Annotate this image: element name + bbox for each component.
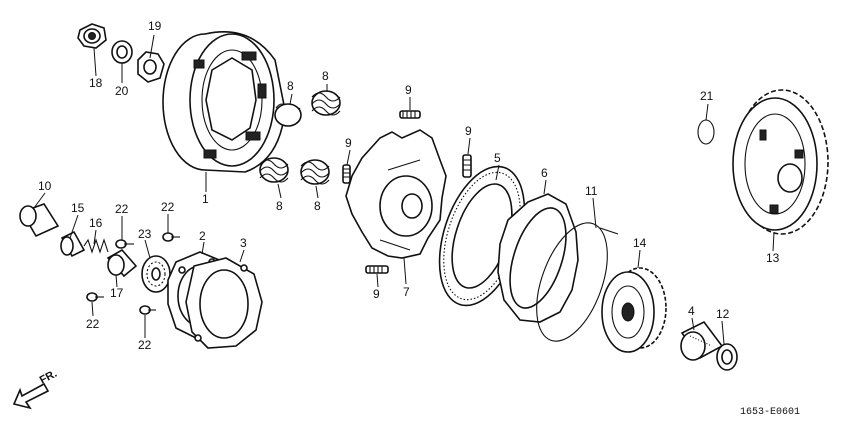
sleeve-part-15 bbox=[60, 230, 86, 258]
label-3[interactable]: 3 bbox=[240, 236, 247, 250]
spring-part-8d bbox=[300, 159, 330, 185]
needle-bearing-part-4 bbox=[680, 320, 724, 361]
front-arrow-icon bbox=[12, 382, 50, 410]
label-2[interactable]: 2 bbox=[199, 229, 206, 243]
spring-part-8c bbox=[259, 157, 289, 183]
label-5[interactable]: 5 bbox=[494, 151, 501, 165]
bolt-part-22c bbox=[86, 292, 104, 302]
small-spring-part-9b bbox=[342, 164, 351, 184]
bearing-part-23 bbox=[141, 255, 171, 293]
label-22a[interactable]: 22 bbox=[115, 202, 129, 216]
label-22d[interactable]: 22 bbox=[138, 338, 152, 352]
label-14[interactable]: 14 bbox=[633, 236, 647, 250]
nut-part-18 bbox=[77, 23, 107, 49]
label-23[interactable]: 23 bbox=[138, 227, 152, 241]
label-9a[interactable]: 9 bbox=[405, 83, 412, 97]
spring-part-16 bbox=[83, 238, 109, 254]
gear-part-14 bbox=[601, 267, 667, 353]
label-12[interactable]: 12 bbox=[716, 307, 730, 321]
clutch-plate-part-6 bbox=[497, 193, 579, 323]
label-22c[interactable]: 22 bbox=[86, 317, 100, 331]
washer-part-20 bbox=[111, 40, 133, 64]
small-spring-part-9a bbox=[399, 110, 421, 119]
bolt-part-22a bbox=[115, 239, 134, 249]
label-19[interactable]: 19 bbox=[148, 19, 162, 33]
label-1[interactable]: 1 bbox=[202, 192, 209, 206]
shaft-part-10 bbox=[19, 203, 60, 238]
snap-ring-part-11 bbox=[536, 222, 619, 342]
label-18[interactable]: 18 bbox=[89, 76, 103, 90]
label-8c[interactable]: 8 bbox=[276, 199, 283, 213]
spring-part-8b bbox=[311, 90, 341, 116]
label-11[interactable]: 11 bbox=[585, 184, 598, 198]
label-21[interactable]: 21 bbox=[700, 89, 714, 103]
label-17[interactable]: 17 bbox=[110, 286, 124, 300]
front-direction-label: FR. bbox=[38, 368, 59, 387]
spring-part-8a bbox=[274, 103, 302, 127]
friction-disc-part-5 bbox=[438, 165, 526, 307]
label-10[interactable]: 10 bbox=[38, 179, 52, 193]
large-gear-part-13 bbox=[732, 89, 829, 235]
bolt-part-22b bbox=[162, 232, 180, 242]
diagram-code: 1653-E0601 bbox=[740, 407, 800, 418]
label-22b[interactable]: 22 bbox=[161, 200, 175, 214]
label-8a[interactable]: 8 bbox=[287, 79, 294, 93]
label-7[interactable]: 7 bbox=[403, 285, 410, 299]
bolt-part-22d bbox=[139, 305, 156, 315]
clutch-outer-part-1 bbox=[162, 31, 286, 173]
gasket-part-3 bbox=[185, 257, 263, 349]
circlip-part-21 bbox=[697, 119, 715, 145]
lock-washer-part-19 bbox=[137, 51, 165, 83]
label-9d[interactable]: 9 bbox=[373, 287, 380, 301]
cap-part-17 bbox=[106, 248, 138, 278]
drive-plate-part-7 bbox=[345, 129, 447, 259]
small-spring-part-9c bbox=[462, 154, 472, 178]
collar-part-12 bbox=[716, 343, 738, 371]
label-8b[interactable]: 8 bbox=[322, 69, 329, 83]
label-9c[interactable]: 9 bbox=[465, 124, 472, 138]
label-16[interactable]: 16 bbox=[89, 216, 103, 230]
front-direction-indicator: FR. bbox=[12, 368, 59, 410]
label-15[interactable]: 15 bbox=[71, 201, 85, 215]
small-spring-part-9d bbox=[365, 265, 389, 274]
part-labels: 19 18 20 1 8 8 8 8 9 9 9 9 7 5 6 11 14 4… bbox=[38, 19, 780, 352]
label-6[interactable]: 6 bbox=[541, 166, 548, 180]
label-9b[interactable]: 9 bbox=[345, 136, 352, 150]
label-13[interactable]: 13 bbox=[766, 251, 780, 265]
leader-lines bbox=[33, 34, 775, 345]
label-8d[interactable]: 8 bbox=[314, 199, 321, 213]
label-4[interactable]: 4 bbox=[688, 304, 695, 318]
label-20[interactable]: 20 bbox=[115, 84, 129, 98]
